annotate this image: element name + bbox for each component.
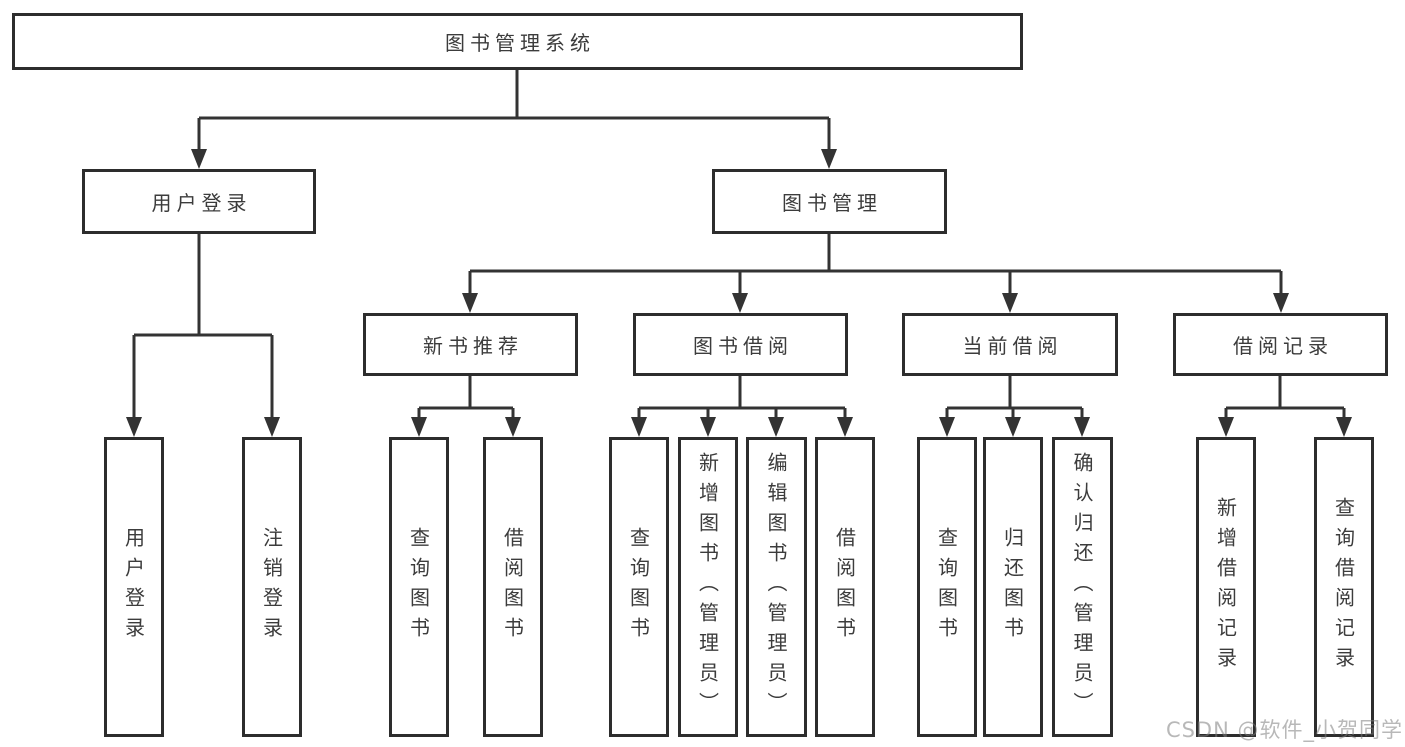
node-borrow-records: 借阅记录 bbox=[1173, 313, 1388, 376]
connector-new-book-children bbox=[417, 376, 515, 420]
node-current-borrow: 当前借阅 bbox=[902, 313, 1118, 376]
node-book-management: 图书管理 bbox=[712, 169, 947, 234]
connector-book-management-children bbox=[468, 234, 1283, 296]
leaf-edit-books-admin: 编辑图书（管理员） bbox=[746, 437, 807, 737]
leaf-logout: 注销登录 bbox=[242, 437, 302, 737]
connector-borrow-record-children bbox=[1224, 376, 1346, 420]
watermark: CSDN @软件_小贺同学 bbox=[1165, 718, 1403, 742]
leaf-query-books-current: 查询图书 bbox=[917, 437, 977, 737]
leaf-user-login: 用户登录 bbox=[104, 437, 164, 737]
leaf-borrow-books-borrow: 借阅图书 bbox=[815, 437, 875, 737]
connector-root-to-level2 bbox=[197, 70, 831, 152]
connector-current-borrow-children bbox=[945, 376, 1084, 420]
connector-book-borrow-children bbox=[637, 376, 847, 420]
leaf-return-books: 归还图书 bbox=[983, 437, 1043, 737]
leaf-query-books-borrow: 查询图书 bbox=[609, 437, 669, 737]
node-new-book-recommend: 新书推荐 bbox=[363, 313, 578, 376]
leaf-borrow-books-recommend: 借阅图书 bbox=[483, 437, 543, 737]
leaf-query-borrow-record: 查询借阅记录 bbox=[1314, 437, 1374, 737]
node-book-borrow: 图书借阅 bbox=[633, 313, 848, 376]
leaf-add-books-admin: 新增图书（管理员） bbox=[678, 437, 738, 737]
leaf-query-books-recommend: 查询图书 bbox=[389, 437, 449, 737]
leaf-confirm-return-admin: 确认归还（管理员） bbox=[1052, 437, 1113, 737]
arrowheads bbox=[126, 149, 1352, 437]
node-book-management-system: 图书管理系统 bbox=[12, 13, 1023, 70]
node-user-login: 用户登录 bbox=[82, 169, 316, 234]
connector-user-login-children bbox=[132, 234, 274, 420]
leaf-add-borrow-record: 新增借阅记录 bbox=[1196, 437, 1256, 737]
